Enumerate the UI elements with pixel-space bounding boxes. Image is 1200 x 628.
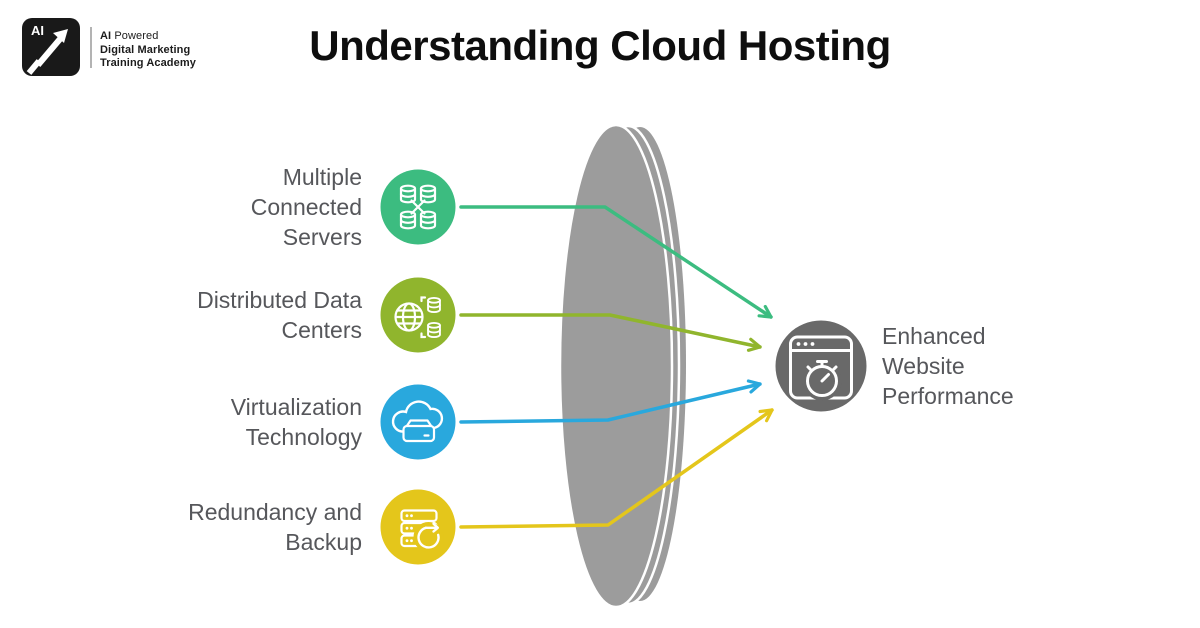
logo: AI: [22, 18, 80, 76]
cloud-server-icon: [380, 384, 456, 460]
logo-line-3: Training Academy: [100, 57, 196, 69]
arrow-connected-servers: [459, 205, 773, 319]
logo-text: AI Powered Digital Marketing Training Ac…: [100, 30, 196, 71]
logo-line-2: Digital Marketing: [100, 43, 191, 56]
logo-divider: [90, 27, 92, 68]
connected-servers-icon: [380, 169, 456, 245]
arrow-distributed-data-centers: [459, 313, 762, 352]
globe-datacenters-icon: [380, 277, 456, 353]
lens-shape: [558, 123, 686, 609]
growth-arrow-icon: [26, 29, 68, 75]
arrow-virtualization-technology: [459, 379, 762, 424]
logo-ai-badge-text: AI: [31, 23, 44, 38]
source-label-virtualization-technology: Virtualization Technology: [230, 394, 362, 450]
page-title: Understanding Cloud Hosting: [309, 22, 891, 69]
logo-line-1: AI Powered: [100, 30, 159, 42]
source-label-distributed-data-centers: Distributed Data Centers: [197, 287, 362, 343]
source-label-multiple-connected-servers: Multiple Connected Servers: [250, 164, 362, 250]
server-refresh-icon: [380, 489, 456, 565]
browser-stopwatch-icon: [775, 320, 867, 412]
source-label-redundancy-backup: Redundancy and Backup: [188, 499, 362, 555]
result-label-enhanced-website-performance: Enhanced Website Performance: [882, 323, 1014, 409]
arrow-redundancy-backup: [459, 408, 774, 529]
